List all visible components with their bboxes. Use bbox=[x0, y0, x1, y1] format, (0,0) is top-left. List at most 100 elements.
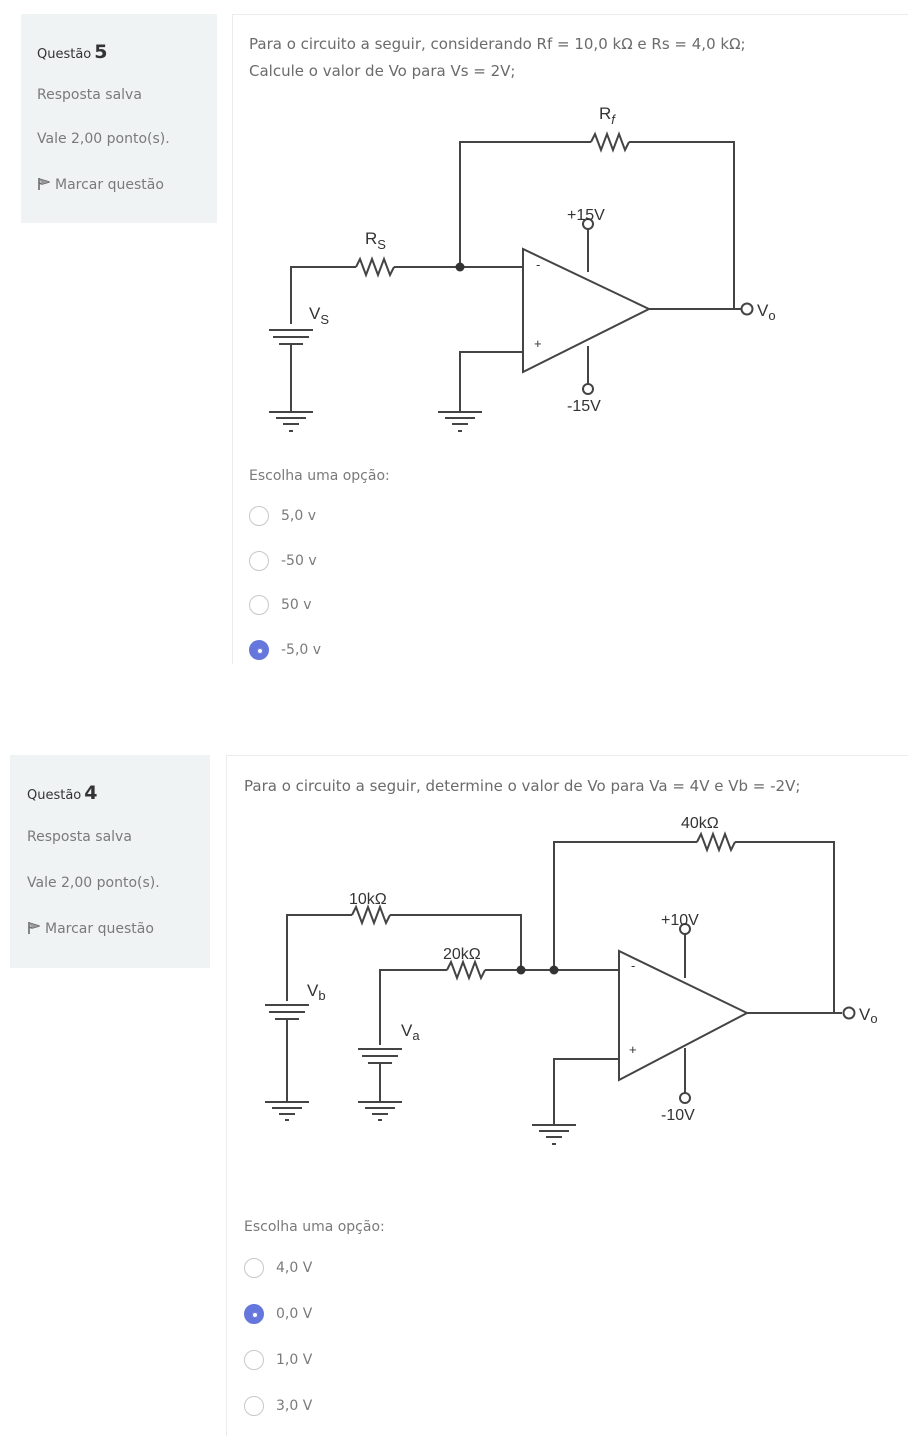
radio-button[interactable] bbox=[244, 1396, 264, 1416]
opamp-triangle bbox=[522, 247, 652, 374]
ra-label: 20kΩ bbox=[443, 946, 481, 963]
answer-option[interactable]: -5,0 v bbox=[249, 639, 321, 661]
question-points: Vale 2,00 ponto(s). bbox=[27, 875, 160, 891]
vb-label: Vb bbox=[307, 981, 326, 1003]
flag-icon bbox=[28, 922, 40, 934]
vo-label: Vo bbox=[757, 301, 776, 323]
answer-option[interactable]: 4,0 V bbox=[244, 1257, 312, 1279]
ground-symbol bbox=[438, 411, 482, 432]
question-text-line: Calcule o valor de Vo para Vs = 2V; bbox=[249, 62, 516, 80]
wire bbox=[459, 351, 523, 412]
vpos-label: +15V bbox=[567, 207, 605, 224]
option-label: 50 v bbox=[281, 597, 312, 613]
radio-button[interactable] bbox=[249, 506, 269, 526]
option-label: 1,0 V bbox=[276, 1352, 313, 1368]
terminal-vpos bbox=[679, 923, 691, 935]
answer-option[interactable]: 50 v bbox=[249, 594, 312, 616]
choose-option-prompt: Escolha uma opção: bbox=[244, 1219, 385, 1235]
terminal-vpos bbox=[582, 218, 594, 230]
wire bbox=[379, 969, 447, 1045]
terminal-vneg bbox=[679, 1092, 691, 1104]
question-text: Para o circuito a seguir, considerando R… bbox=[249, 31, 746, 85]
terminal-vneg bbox=[582, 383, 594, 395]
answer-option[interactable]: 0,0 V bbox=[244, 1303, 312, 1325]
vo-label: Vo bbox=[859, 1005, 878, 1026]
radio-button-selected[interactable] bbox=[249, 640, 269, 660]
question-label: Questão bbox=[27, 788, 82, 803]
radio-button[interactable] bbox=[249, 551, 269, 571]
wire bbox=[553, 841, 697, 970]
resistor-20k bbox=[446, 959, 486, 981]
junction-dot bbox=[455, 262, 465, 272]
question-content: Para o circuito a seguir, determine o va… bbox=[226, 755, 908, 1436]
resistor-10k bbox=[351, 904, 391, 926]
question-number-value: 4 bbox=[84, 782, 98, 804]
answer-option[interactable]: 5,0 v bbox=[249, 505, 316, 527]
wire bbox=[290, 266, 356, 324]
battery-va bbox=[358, 1048, 402, 1064]
ground-symbol bbox=[269, 411, 313, 432]
radio-button[interactable] bbox=[244, 1258, 264, 1278]
circuit-diagram: 40kΩ 10kΩ 20kΩ Vb Va +10V -10V Vo - + bbox=[265, 815, 878, 1145]
ground-symbol bbox=[532, 1124, 576, 1145]
va-label: Va bbox=[401, 1021, 420, 1043]
answer-option[interactable]: -50 v bbox=[249, 550, 317, 572]
battery-vs bbox=[269, 329, 313, 345]
ground-symbol bbox=[358, 1101, 402, 1121]
option-label: 4,0 V bbox=[276, 1260, 313, 1276]
answer-option[interactable]: 1,0 V bbox=[244, 1349, 312, 1371]
rf-label: Rf bbox=[599, 104, 616, 127]
radio-button[interactable] bbox=[249, 595, 269, 615]
vpos-label: +10V bbox=[661, 912, 699, 929]
junction-dot bbox=[516, 965, 526, 975]
circuit-diagram: Rf RS VS +15V -15V Vo - + bbox=[269, 104, 776, 432]
option-label: -5,0 v bbox=[281, 642, 322, 658]
choose-option-prompt: Escolha uma opção: bbox=[249, 468, 390, 484]
plus-input-label: + bbox=[534, 336, 542, 351]
minus-input-label: - bbox=[631, 958, 635, 973]
option-label: -50 v bbox=[281, 553, 317, 569]
question-points: Vale 2,00 ponto(s). bbox=[37, 131, 170, 147]
terminal-vo bbox=[842, 1006, 856, 1020]
option-label: 5,0 v bbox=[281, 508, 316, 524]
vs-label: VS bbox=[309, 304, 329, 327]
question-label: Questão bbox=[37, 47, 92, 62]
answer-status: Resposta salva bbox=[37, 87, 142, 103]
flag-question-label: Marcar questão bbox=[55, 177, 164, 193]
plus-input-label: + bbox=[629, 1042, 637, 1057]
opamp-triangle bbox=[618, 949, 750, 1082]
wire bbox=[390, 914, 522, 970]
option-label: 3,0 V bbox=[276, 1398, 313, 1414]
question-text-line: Para o circuito a seguir, considerando R… bbox=[249, 35, 746, 53]
option-label: 0,0 V bbox=[276, 1306, 313, 1322]
flag-question-label: Marcar questão bbox=[45, 921, 154, 937]
flag-question-link[interactable]: Marcar questão bbox=[27, 921, 154, 937]
question-text-line: Para o circuito a seguir, determine o va… bbox=[244, 777, 801, 795]
resistor-40k bbox=[696, 831, 736, 853]
ground-symbol bbox=[265, 1101, 309, 1121]
minus-input-label: - bbox=[536, 257, 540, 272]
radio-button[interactable] bbox=[244, 1350, 264, 1370]
wire bbox=[553, 1058, 619, 1125]
flag-question-link[interactable]: Marcar questão bbox=[37, 177, 164, 193]
answer-option[interactable]: 3,0 V bbox=[244, 1395, 312, 1417]
wire bbox=[286, 914, 352, 1001]
resistor-rs bbox=[355, 256, 395, 278]
rf-label: 40kΩ bbox=[681, 815, 719, 832]
resistor-rf bbox=[590, 131, 630, 153]
terminal-vo bbox=[740, 302, 754, 316]
wire bbox=[629, 141, 735, 309]
battery-vb bbox=[265, 1004, 309, 1020]
vneg-label: -10V bbox=[661, 1107, 695, 1124]
question-number-value: 5 bbox=[94, 41, 108, 63]
junction-dot bbox=[549, 965, 559, 975]
wire bbox=[459, 141, 591, 267]
vneg-label: -15V bbox=[567, 398, 601, 415]
rb-label: 10kΩ bbox=[349, 891, 387, 908]
flag-icon bbox=[38, 178, 50, 190]
radio-button-selected[interactable] bbox=[244, 1304, 264, 1324]
